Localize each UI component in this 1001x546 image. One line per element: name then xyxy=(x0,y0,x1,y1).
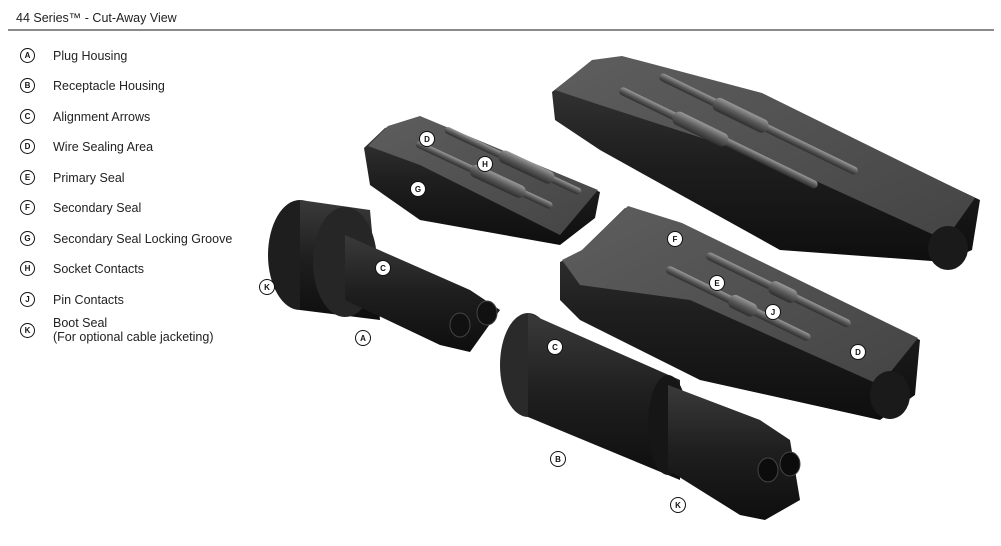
badge-e: E xyxy=(20,170,35,185)
badge-c: C xyxy=(20,109,35,124)
callout-d-plug-insert: D xyxy=(419,131,435,147)
plug-insert-cutaway xyxy=(364,116,600,245)
badge-j: J xyxy=(20,292,35,307)
callout-c-plug-housing: C xyxy=(375,260,391,276)
page-title: 44 Series™ - Cut-Away View xyxy=(16,11,177,25)
callout-b: B xyxy=(550,451,566,467)
badge-h: H xyxy=(20,261,35,276)
legend-label: Receptacle Housing xyxy=(53,78,165,93)
legend-label-main: Boot Seal xyxy=(53,316,108,330)
legend-item-k: K Boot Seal (For optional cable jacketin… xyxy=(20,316,260,344)
legend-label: Boot Seal (For optional cable jacketing) xyxy=(53,316,214,344)
receptacle-housing xyxy=(500,313,801,520)
receptacle-insert-lower xyxy=(560,206,920,420)
legend-item-h: H Socket Contacts xyxy=(20,261,260,276)
legend-label: Pin Contacts xyxy=(53,292,124,307)
callout-d-receptacle-insert: D xyxy=(850,344,866,360)
badge-d: D xyxy=(20,139,35,154)
legend-item-b: B Receptacle Housing xyxy=(20,78,260,93)
legend-label: Secondary Seal Locking Groove xyxy=(53,231,233,246)
callout-e: E xyxy=(709,275,725,291)
badge-g: G xyxy=(20,231,35,246)
legend-item-g: G Secondary Seal Locking Groove xyxy=(20,231,260,246)
legend-item-f: F Secondary Seal xyxy=(20,200,260,215)
legend-item-c: C Alignment Arrows xyxy=(20,109,260,124)
badge-b: B xyxy=(20,78,35,93)
header-divider xyxy=(8,29,994,31)
legend-item-e: E Primary Seal xyxy=(20,170,260,185)
badge-a: A xyxy=(20,48,35,63)
callout-j: J xyxy=(765,304,781,320)
legend-label: Secondary Seal xyxy=(53,200,142,215)
legend-item-j: J Pin Contacts xyxy=(20,292,260,307)
callout-a: A xyxy=(355,330,371,346)
legend-label: Socket Contacts xyxy=(53,261,145,276)
legend-label: Primary Seal xyxy=(53,170,125,185)
callout-f: F xyxy=(667,231,683,247)
legend-label: Wire Sealing Area xyxy=(53,139,154,154)
legend-label: Alignment Arrows xyxy=(53,109,151,124)
callout-g: G xyxy=(410,181,426,197)
receptacle-insert-upper xyxy=(552,56,980,270)
badge-k: K xyxy=(20,322,35,338)
callout-k-receptacle-housing: K xyxy=(670,497,686,513)
legend-label-sub: (For optional cable jacketing) xyxy=(53,330,214,344)
legend-item-d: D Wire Sealing Area xyxy=(20,139,260,154)
callout-h: H xyxy=(477,156,493,172)
callout-k-plug-housing: K xyxy=(259,279,275,295)
callout-c-receptacle-housing: C xyxy=(547,339,563,355)
legend-label: Plug Housing xyxy=(53,48,128,63)
badge-f: F xyxy=(20,200,35,215)
legend-item-a: A Plug Housing xyxy=(20,48,260,63)
